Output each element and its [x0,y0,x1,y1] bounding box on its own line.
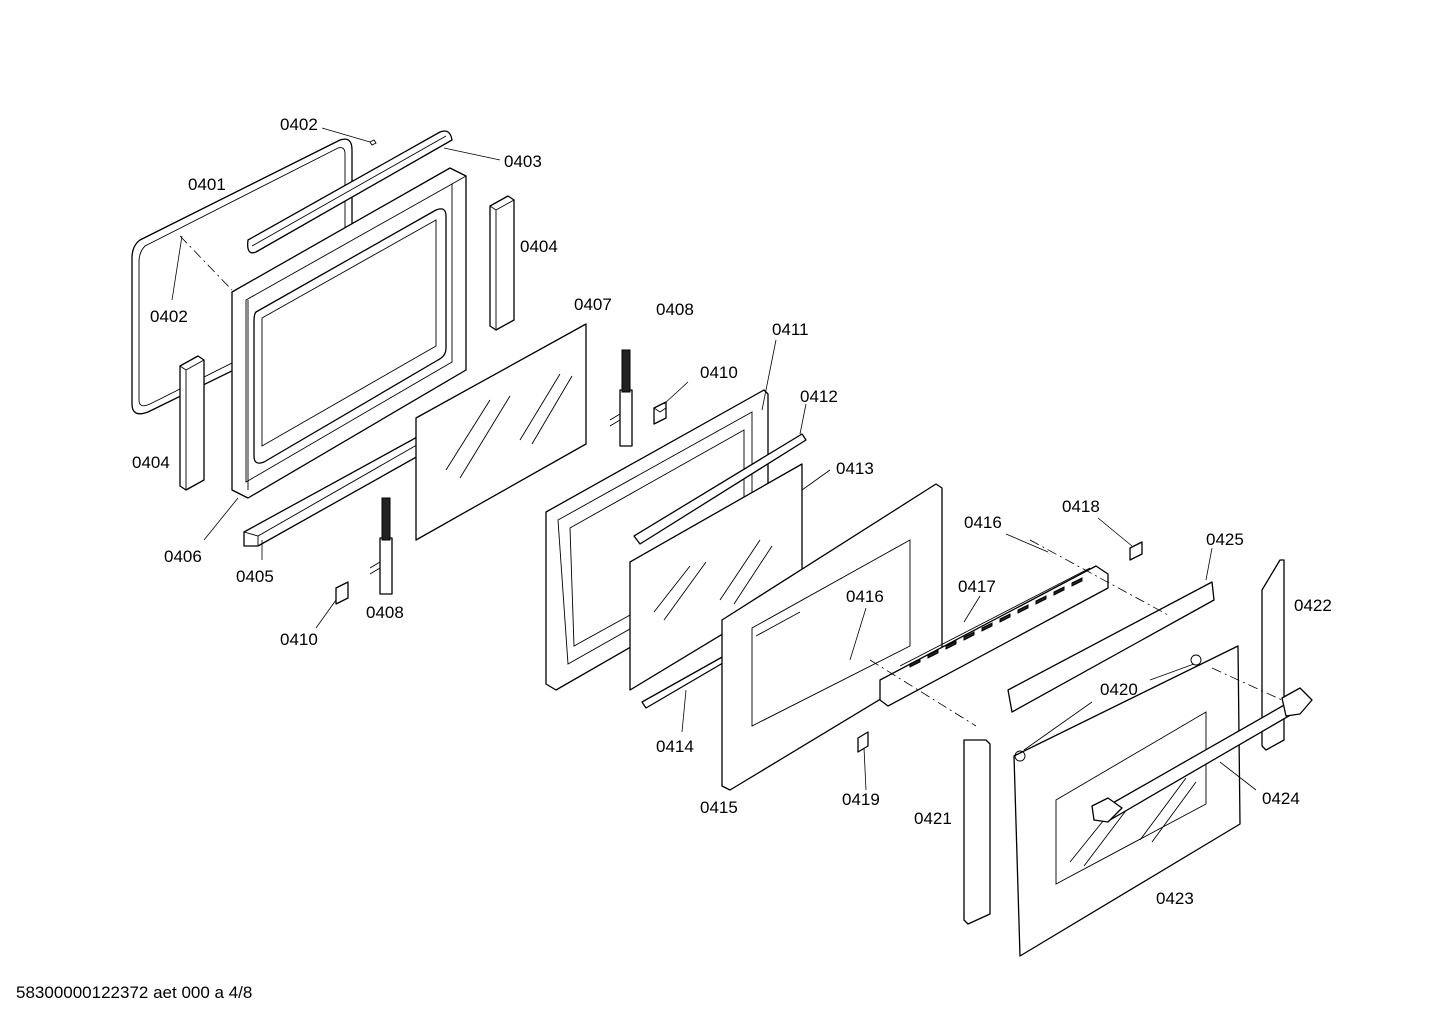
label-0410-bottom: 0410 [280,630,318,649]
part-0410-bracket-bottom [335,581,349,605]
label-0419: 0419 [842,790,880,809]
drawing-reference-footer: 58300000122372 aet 000 a 4/8 [16,983,252,1002]
part-0412-rail [633,433,807,545]
screw-0402-top [369,139,377,146]
label-0416-mid: 0416 [846,587,884,606]
label-0422: 0422 [1294,596,1332,615]
part-0410-bracket-top [653,401,667,425]
label-0413: 0413 [836,459,874,478]
part-0404-block-left [179,355,205,491]
washer-0420-left [1014,750,1026,762]
label-0414: 0414 [656,737,694,756]
leader-lines [171,127,1257,791]
label-0404-right: 0404 [520,237,558,256]
label-0424: 0424 [1262,789,1300,808]
washer-0420-right [1190,654,1202,666]
label-0411: 0411 [772,320,809,339]
label-0401: 0401 [188,175,226,194]
part-0408-hinge-bottom [369,497,393,595]
label-0402-top: 0402 [280,115,318,134]
label-0412: 0412 [800,387,838,406]
label-0416-top: 0416 [964,513,1002,532]
part-0422-side-strip [1261,559,1285,751]
part-0417-vent-strip [879,565,1109,707]
part-0421-side-strip [963,739,991,925]
part-0407-glass [415,323,587,541]
label-0418: 0418 [1062,497,1100,516]
part-0425-strip [1007,581,1215,713]
label-0415: 0415 [700,798,738,817]
part-0418-clip [1129,541,1143,561]
label-0425: 0425 [1206,530,1244,549]
label-0402-left: 0402 [150,307,188,326]
part-0403-top-trim [247,130,453,254]
label-0417: 0417 [958,577,996,596]
part-inner-door-frame [231,167,467,499]
label-0403: 0403 [504,152,542,171]
part-0415-front-panel [721,483,943,791]
label-0421: 0421 [914,809,952,828]
label-0407: 0407 [574,295,612,314]
label-0423: 0423 [1156,889,1194,908]
part-0419-latch [857,731,869,753]
label-0410-top: 0410 [700,363,738,382]
part-0404-block-right [489,195,515,331]
label-0408-bottom: 0408 [366,603,404,622]
label-0404-left: 0404 [132,453,170,472]
vent-slots [909,577,1083,668]
alignment-lines [179,235,1283,727]
part-labels: 0402 0403 0401 0404 0402 0407 0408 0411 … [132,115,1332,908]
label-0408-top: 0408 [656,300,694,319]
label-0405: 0405 [236,567,274,586]
label-0406: 0406 [164,547,202,566]
part-0408-hinge-top [609,349,633,447]
label-0420: 0420 [1100,680,1138,699]
part-0424-handle [1091,687,1313,823]
